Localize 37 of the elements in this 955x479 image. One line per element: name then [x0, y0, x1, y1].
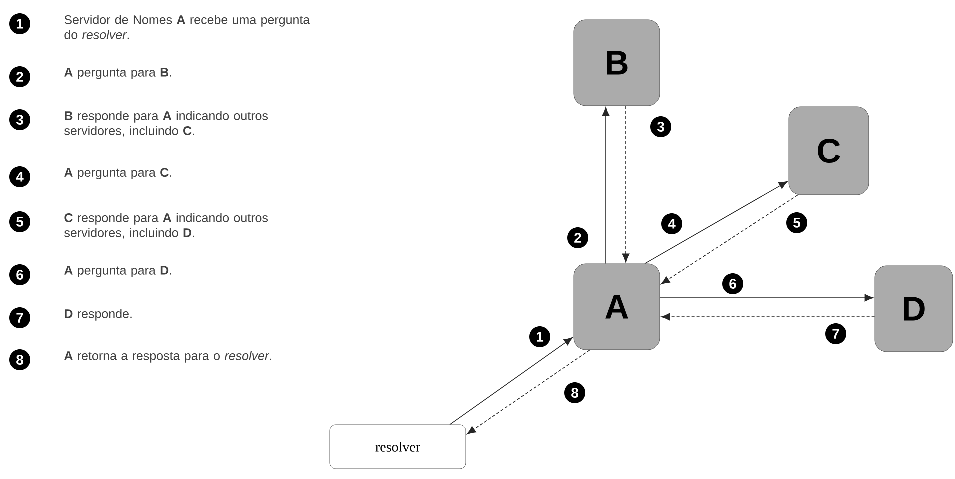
arrow [661, 313, 876, 321]
step-number: 6 [722, 274, 744, 294]
arrow [467, 350, 590, 435]
arrow [450, 338, 573, 426]
step-number: 4 [662, 214, 682, 234]
step-text: B responde para A indicando outros servidores, incluindo C. [64, 111, 268, 137]
arrow [661, 194, 798, 285]
server-box: D [874, 266, 954, 352]
step-number: 2 [568, 228, 588, 248]
step-text: A pergunta para C. [64, 168, 172, 180]
step-text: A pergunta para D. [64, 266, 172, 278]
step-number: 3 [650, 116, 672, 138]
server-box: B [574, 20, 660, 106]
step-text: C responde para A indicando outros servidores, incluindo D. [64, 213, 268, 239]
arrow [644, 181, 788, 264]
step-number: 4 [10, 166, 30, 188]
step-text: A retorna a resposta para o resolver. [64, 351, 272, 363]
resolver-box: resolver [330, 424, 466, 470]
step-number: 7 [10, 308, 30, 328]
arrow [660, 294, 874, 302]
step-text: A pergunta para B. [64, 68, 172, 80]
step-text: D responde. [65, 309, 132, 321]
arrow [602, 107, 610, 264]
step-number: 1 [10, 14, 30, 34]
step-number: 1 [530, 326, 550, 348]
step-number: 6 [10, 264, 30, 286]
step-number: 5 [786, 212, 808, 234]
step-number: 3 [10, 110, 30, 130]
step-number: 7 [826, 324, 846, 344]
step-number: 8 [564, 382, 586, 404]
server-box: C [788, 106, 870, 196]
step-number: 8 [10, 350, 30, 370]
arrow [622, 106, 630, 263]
server-box: A [574, 264, 660, 350]
step-number: 2 [10, 66, 30, 88]
step-text: Servidor de Nomes A recebe uma pergunta do resolver. [64, 15, 310, 40]
step-number: 5 [10, 212, 30, 232]
